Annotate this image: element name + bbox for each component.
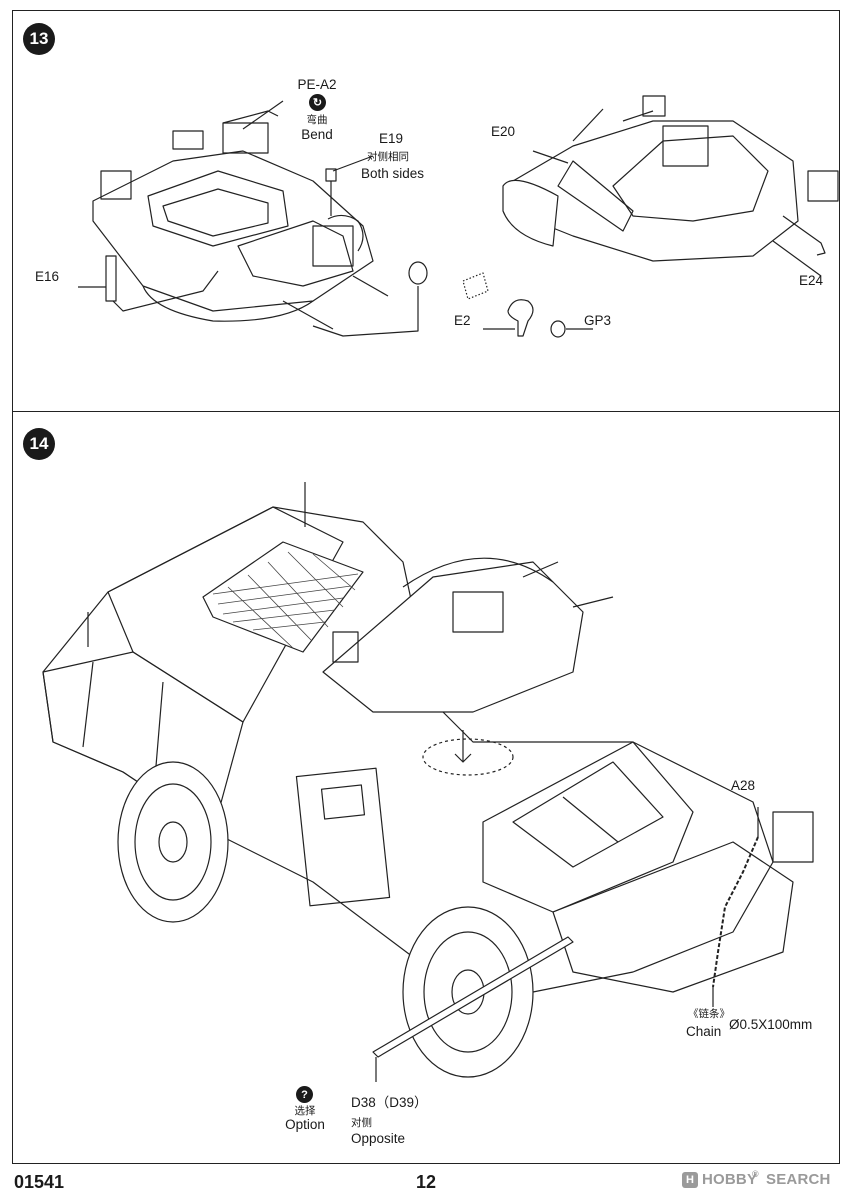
step-13-drawing (78, 95, 839, 338)
pe-a2-note-cn: 弯曲 (306, 114, 328, 126)
chain-spec: Ø0.5X100mm (729, 1017, 813, 1032)
product-code: 01541 (14, 1172, 65, 1192)
gp3-label: GP3 (584, 313, 612, 328)
question-icon: ? (296, 1086, 313, 1103)
e20-label: E20 (491, 124, 516, 139)
e19-note-en: Both sides (361, 166, 425, 181)
d38-note-cn: 对侧 (351, 1117, 372, 1129)
e19-label: E19 (379, 131, 404, 146)
page-number: 12 (416, 1172, 437, 1192)
bend-arrow-icon: ↻ (309, 94, 326, 111)
watermark-brand-mark: ® (752, 1169, 759, 1179)
chain-note-en: Chain (686, 1024, 722, 1039)
chain-note-cn: 《链条》 (688, 1008, 730, 1020)
option-note-en: Option (285, 1117, 325, 1132)
e16-label: E16 (35, 269, 60, 284)
d38-note-en: Opposite (351, 1131, 406, 1146)
step-13-panel: 13 (12, 10, 840, 412)
step-14-badge: 14 (23, 428, 55, 460)
step-14-panel: 14 (12, 411, 840, 1164)
step-13-badge: 13 (23, 23, 55, 55)
watermark-brand2: SEARCH (766, 1171, 831, 1188)
step-14-drawing (42, 482, 814, 1082)
option-note-cn: 选择 (294, 1105, 316, 1117)
watermark-brand: HOBBY (702, 1171, 758, 1188)
hobby-search-logo-icon: H (682, 1172, 698, 1188)
d38-label: D38（D39） (351, 1095, 428, 1110)
pe-a2-label: PE-A2 (297, 77, 337, 92)
pe-a2-note-en: Bend (301, 127, 333, 142)
e2-label: E2 (454, 313, 471, 328)
e24-label: E24 (799, 273, 824, 288)
a28-label: A28 (731, 778, 756, 793)
e19-note-cn: 对侧相同 (367, 151, 409, 163)
